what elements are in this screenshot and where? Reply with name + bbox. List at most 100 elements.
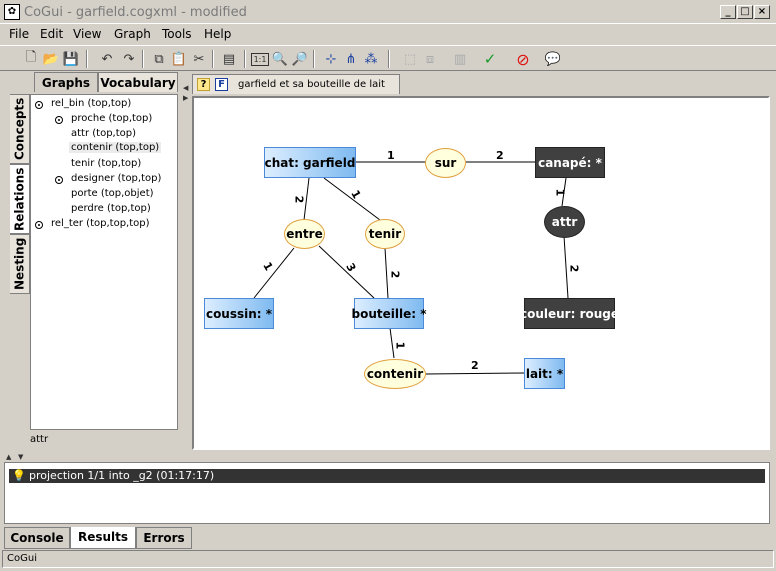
- toolbar-separator: [212, 50, 214, 68]
- menu-graph[interactable]: Graph: [114, 27, 151, 41]
- toolbar-separator: [388, 50, 390, 68]
- result-text: projection 1/1 into _g2 (01:17:17): [29, 469, 215, 482]
- document-title: garfield et sa bouteille de lait: [238, 79, 385, 90]
- tree-item[interactable]: proche (top,top): [71, 113, 153, 124]
- toolbar-separator: [244, 50, 246, 68]
- tree-item[interactable]: attr (top,top): [71, 128, 137, 139]
- edge-entre-coussin: [253, 247, 295, 299]
- stop-icon[interactable]: ⊘: [516, 49, 530, 69]
- tree-node-icon[interactable]: [35, 221, 43, 229]
- result-row[interactable]: 💡 projection 1/1 into _g2 (01:17:17): [9, 469, 765, 483]
- tab-results[interactable]: Results: [70, 527, 136, 549]
- vocabulary-panel: Graphs Vocabulary Concepts Relations Nes…: [4, 72, 182, 452]
- close-button[interactable]: ×: [754, 5, 770, 19]
- menu-view[interactable]: View: [73, 27, 102, 41]
- zoom-out-icon[interactable]: 🔎: [291, 51, 309, 67]
- menu-help[interactable]: Help: [204, 27, 232, 41]
- edge-label: 1: [393, 341, 407, 350]
- undo-icon[interactable]: ↶: [101, 51, 113, 67]
- selected-item-label: attr: [30, 434, 49, 445]
- tree-item[interactable]: perdre (top,top): [71, 203, 151, 214]
- edge-label: 2: [388, 270, 402, 279]
- tree-item-selected[interactable]: contenir (top,top): [69, 142, 162, 153]
- cut-icon[interactable]: ✂: [193, 51, 205, 67]
- status-bar: CoGui: [2, 550, 774, 568]
- window-title: CoGui - garfield.cogxml - modified: [24, 5, 247, 20]
- relation-entre[interactable]: entre: [284, 219, 325, 249]
- tab-vocabulary[interactable]: Vocabulary: [98, 72, 178, 92]
- relation-attr[interactable]: attr: [544, 206, 585, 238]
- group-icon[interactable]: ⧈: [425, 51, 435, 67]
- edge-label: 2: [496, 149, 504, 162]
- side-tab-concepts[interactable]: Concepts: [10, 94, 30, 164]
- new-file-icon[interactable]: 🗋: [25, 50, 37, 65]
- tree-node-icon[interactable]: [55, 176, 63, 184]
- relation-tree[interactable]: rel_bin (top,top) proche (top,top) attr …: [30, 94, 178, 430]
- edge-bouteille-contenir: [389, 327, 395, 359]
- side-tab-nesting[interactable]: Nesting: [10, 234, 30, 294]
- edge-chat-tenir: [323, 177, 381, 221]
- tab-errors[interactable]: Errors: [136, 527, 192, 549]
- menu-tools[interactable]: Tools: [162, 27, 192, 41]
- paw-icon[interactable]: ✿: [4, 4, 20, 20]
- select-icon[interactable]: ⬚: [403, 51, 417, 67]
- concept-lait[interactable]: lait: *: [524, 358, 565, 389]
- relation-sur[interactable]: sur: [425, 148, 466, 178]
- toolbar-separator: [142, 50, 144, 68]
- concept-canape[interactable]: canapé: *: [535, 147, 605, 178]
- graph-editor: ? F garfield et sa bouteille de lait 1 2…: [190, 72, 773, 452]
- horizontal-splitter[interactable]: ▲ ▼: [0, 452, 776, 462]
- edge-label: 2: [471, 359, 479, 372]
- menu-file[interactable]: File: [9, 27, 30, 41]
- paste-icon[interactable]: 📋: [170, 51, 188, 67]
- concept-bouteille[interactable]: bouteille: *: [352, 298, 427, 329]
- validate-check-icon[interactable]: ✓: [483, 50, 497, 68]
- tree-layout-icon[interactable]: ⊹: [325, 51, 337, 67]
- tree-item[interactable]: designer (top,top): [71, 173, 162, 184]
- relation-contenir[interactable]: contenir: [364, 359, 426, 389]
- vertical-splitter[interactable]: ◀ ▶: [182, 72, 190, 452]
- edge-chat-entre: [303, 177, 310, 221]
- concept-chat[interactable]: chat: garfield: [264, 147, 356, 178]
- concept-couleur[interactable]: couleur: rouge: [520, 298, 619, 329]
- edge-label: 1: [387, 149, 395, 162]
- zoom-actual-icon[interactable]: 1:1: [251, 53, 269, 66]
- copy-icon[interactable]: ⧉: [154, 51, 164, 67]
- align-icon[interactable]: ▥: [453, 51, 467, 67]
- expand-down-icon[interactable]: ▼: [18, 453, 24, 461]
- projection-icon[interactable]: ⁂: [364, 51, 378, 67]
- side-tab-relations[interactable]: Relations: [10, 164, 30, 234]
- redo-icon[interactable]: ↷: [123, 51, 135, 67]
- toolbar-separator: [313, 50, 315, 68]
- toolbar: 🗋 📂 💾 ↶ ↷ ⧉ 📋 ✂ ▤ 1:1 🔍 🔎 ⊹ ⋔ ⁂ ⬚ ⧈ ▥ ✓ …: [0, 45, 776, 71]
- open-folder-icon[interactable]: 📂: [42, 51, 60, 67]
- collapse-left-icon[interactable]: ◀: [183, 84, 189, 92]
- tab-graphs[interactable]: Graphs: [34, 72, 98, 92]
- edge-tenir-bouteille: [384, 247, 389, 299]
- graph-layout-icon[interactable]: ⋔: [345, 51, 357, 67]
- comment-icon[interactable]: 💬: [544, 51, 562, 67]
- menu-edit[interactable]: Edit: [40, 27, 64, 41]
- minimize-button[interactable]: _: [720, 5, 736, 19]
- zoom-in-icon[interactable]: 🔍: [271, 51, 289, 67]
- maximize-button[interactable]: □: [737, 5, 753, 19]
- tab-console[interactable]: Console: [4, 527, 70, 549]
- tree-item[interactable]: rel_bin (top,top): [51, 98, 132, 109]
- layout-icon[interactable]: ▤: [222, 51, 236, 67]
- edge-contenir-lait: [425, 372, 525, 375]
- tree-node-icon[interactable]: [35, 101, 43, 109]
- tree-item[interactable]: porte (top,objet): [71, 188, 154, 199]
- relation-tenir[interactable]: tenir: [365, 219, 405, 249]
- edge-canape-attr: [561, 177, 567, 207]
- expand-right-icon[interactable]: ▶: [183, 94, 189, 102]
- tree-node-icon[interactable]: [55, 116, 63, 124]
- concept-coussin[interactable]: coussin: *: [204, 298, 274, 329]
- graph-canvas[interactable]: 1 2 2 1 1 3 2 1 2 1 2 chat: garfield can…: [192, 96, 770, 450]
- edge-attr-couleur: [563, 235, 569, 299]
- tab-document[interactable]: ? F garfield et sa bouteille de lait: [192, 74, 400, 94]
- save-icon[interactable]: 💾: [62, 51, 80, 67]
- collapse-up-icon[interactable]: ▲: [6, 453, 12, 461]
- tree-item[interactable]: tenir (top,top): [71, 158, 142, 169]
- tree-item[interactable]: rel_ter (top,top,top): [51, 218, 150, 229]
- menu-bar: File Edit View Graph Tools Help: [0, 24, 776, 44]
